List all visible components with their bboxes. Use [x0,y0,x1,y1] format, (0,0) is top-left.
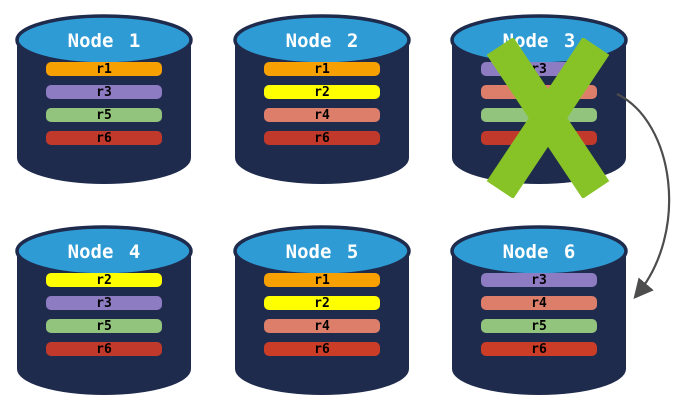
replica-bar-label: r2 [314,296,330,311]
replica-bar: r3 [46,85,162,100]
node-title: Node 5 [286,241,359,263]
replica-bar-label: r6 [96,342,112,357]
node-6-cylinder: Node 6 r3 r4 r5 r6 [450,225,628,395]
replica-bar: r3 [481,62,597,77]
replica-bar: r4 [481,296,597,311]
replica-bar-label: r4 [314,319,330,334]
node-title: Node 1 [68,30,141,52]
replica-bar: r2 [264,296,380,311]
replica-bar: r6 [481,342,597,357]
node-3: Node 3 r3 r4 r5 r6 [449,8,629,190]
replica-bar-label: r5 [531,319,547,334]
node-2: Node 2 r1 r2 r4 r6 [232,8,412,190]
replica-bar-rect [481,342,597,356]
replica-bar-label: r5 [531,108,547,123]
node-6: Node 6 r3 r4 r5 r6 [449,219,629,401]
replica-bar: r3 [46,296,162,311]
node-5: Node 5 r1 r2 r4 r6 [232,219,412,401]
replica-bar-label: r5 [96,108,112,123]
replica-bar-label: r3 [531,62,547,77]
replica-bar-label: r6 [96,131,112,146]
replica-bar: r6 [481,131,597,146]
node-3-cylinder: Node 3 r3 r4 r5 r6 [450,14,628,184]
node-1: Node 1 r1 r3 r5 r6 [14,8,194,190]
replica-bar-label: r6 [314,131,330,146]
replica-bar: r5 [46,319,162,334]
replica-bar-rect [264,108,380,122]
replica-bar-rect [46,131,162,145]
replica-bar-label: r6 [531,131,547,146]
replica-bar-rect [264,296,380,310]
replica-bar-rect [264,62,380,76]
replica-bar-label: r2 [96,273,112,288]
replica-bar: r4 [481,85,597,100]
replica-bar: r4 [264,319,380,334]
replica-bar: r3 [481,273,597,288]
replica-bar-label: r4 [531,85,547,100]
replica-bar-rect [46,296,162,310]
replica-bar: r6 [264,342,380,357]
replica-bar: r1 [46,62,162,77]
replica-bar-rect [46,273,162,287]
replica-bar-rect [46,319,162,333]
node-title: Node 3 [503,30,576,52]
replica-bar-label: r3 [531,273,547,288]
replica-bar: r5 [481,319,597,334]
replica-bar-label: r5 [96,319,112,334]
replica-bar: r4 [264,108,380,123]
replica-bar-label: r1 [96,62,112,77]
replica-bar-label: r3 [96,85,112,100]
replica-bar-rect [264,273,380,287]
replica-bar-label: r6 [314,342,330,357]
node-1-cylinder: Node 1 r1 r3 r5 r6 [15,14,193,184]
replica-bar-label: r4 [314,108,330,123]
replica-bar-rect [264,131,380,145]
replica-bar: r6 [46,342,162,357]
replica-bar-label: r2 [314,85,330,100]
replica-bar-label: r3 [96,296,112,311]
replica-bar: r2 [46,273,162,288]
replica-bar-rect [46,62,162,76]
node-4: Node 4 r2 r3 r5 r6 [14,219,194,401]
node-4-cylinder: Node 4 r2 r3 r5 r6 [15,225,193,395]
replica-bar: r5 [46,108,162,123]
replica-bar-rect [481,319,597,333]
replica-bar-label: r1 [314,62,330,77]
replica-bar-rect [264,319,380,333]
replica-bar: r6 [264,131,380,146]
node-title: Node 4 [68,241,141,263]
replica-bar: r6 [46,131,162,146]
replica-bar-label: r1 [314,273,330,288]
replica-bar: r5 [481,108,597,123]
node-title: Node 6 [503,241,576,263]
replica-bar-rect [264,85,380,99]
node-title: Node 2 [286,30,359,52]
replica-bar-rect [46,342,162,356]
node-2-cylinder: Node 2 r1 r2 r4 r6 [233,14,411,184]
replica-bar-label: r4 [531,296,547,311]
node-5-cylinder: Node 5 r1 r2 r4 r6 [233,225,411,395]
replica-bar: r2 [264,85,380,100]
replica-bar: r1 [264,273,380,288]
replica-bar-rect [264,342,380,356]
replica-bar-label: r6 [531,342,547,357]
replica-bar-rect [481,296,597,310]
replica-bar-rect [46,85,162,99]
replica-bar-rect [481,273,597,287]
replica-bar: r1 [264,62,380,77]
replica-bar-rect [46,108,162,122]
